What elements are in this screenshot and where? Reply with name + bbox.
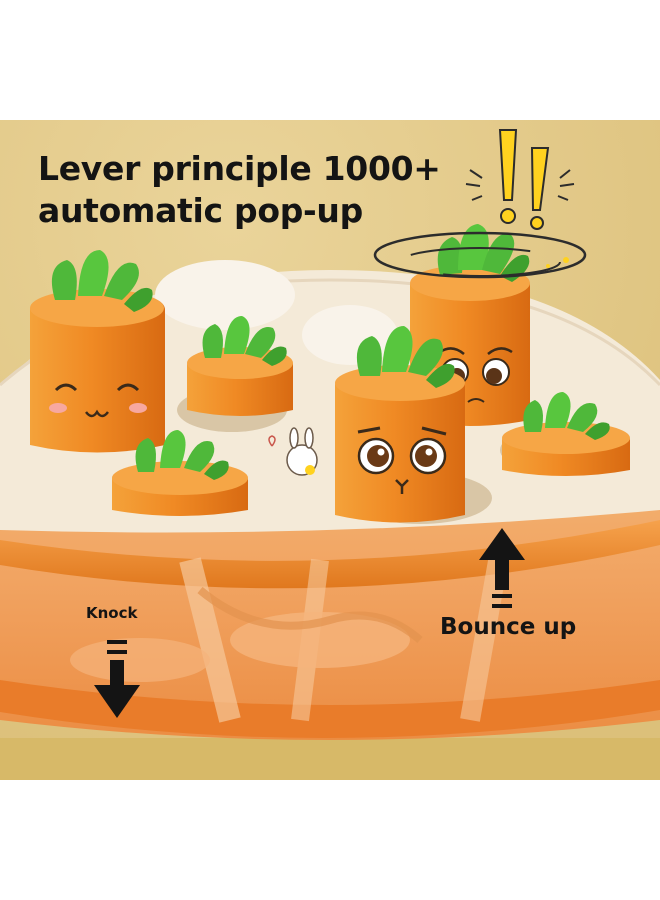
toy-illustration — [0, 120, 660, 780]
arrow-up-icon — [479, 528, 525, 608]
carrot-mole — [112, 430, 248, 516]
bounce-up-label: Bounce up — [440, 614, 577, 640]
arrow-down-icon — [94, 640, 140, 718]
table-surface — [0, 738, 660, 780]
headline-line-2: automatic pop-up — [38, 191, 363, 230]
headline-line-1: Lever principle 1000+ — [38, 149, 441, 188]
headline: Lever principle 1000+ automatic pop-up — [38, 148, 441, 232]
carrot-mole — [187, 316, 293, 416]
knock-label: Knock — [86, 604, 138, 622]
carrot-mole-happy — [30, 250, 165, 453]
carrot-mole-surprised — [335, 326, 465, 523]
bunny-sticker — [268, 427, 318, 476]
product-photo: Lever principle 1000+ automatic pop-up K… — [0, 120, 660, 780]
exclamation-icon — [465, 129, 575, 230]
carrot-mole — [502, 392, 630, 476]
bunny-ear — [155, 260, 295, 330]
